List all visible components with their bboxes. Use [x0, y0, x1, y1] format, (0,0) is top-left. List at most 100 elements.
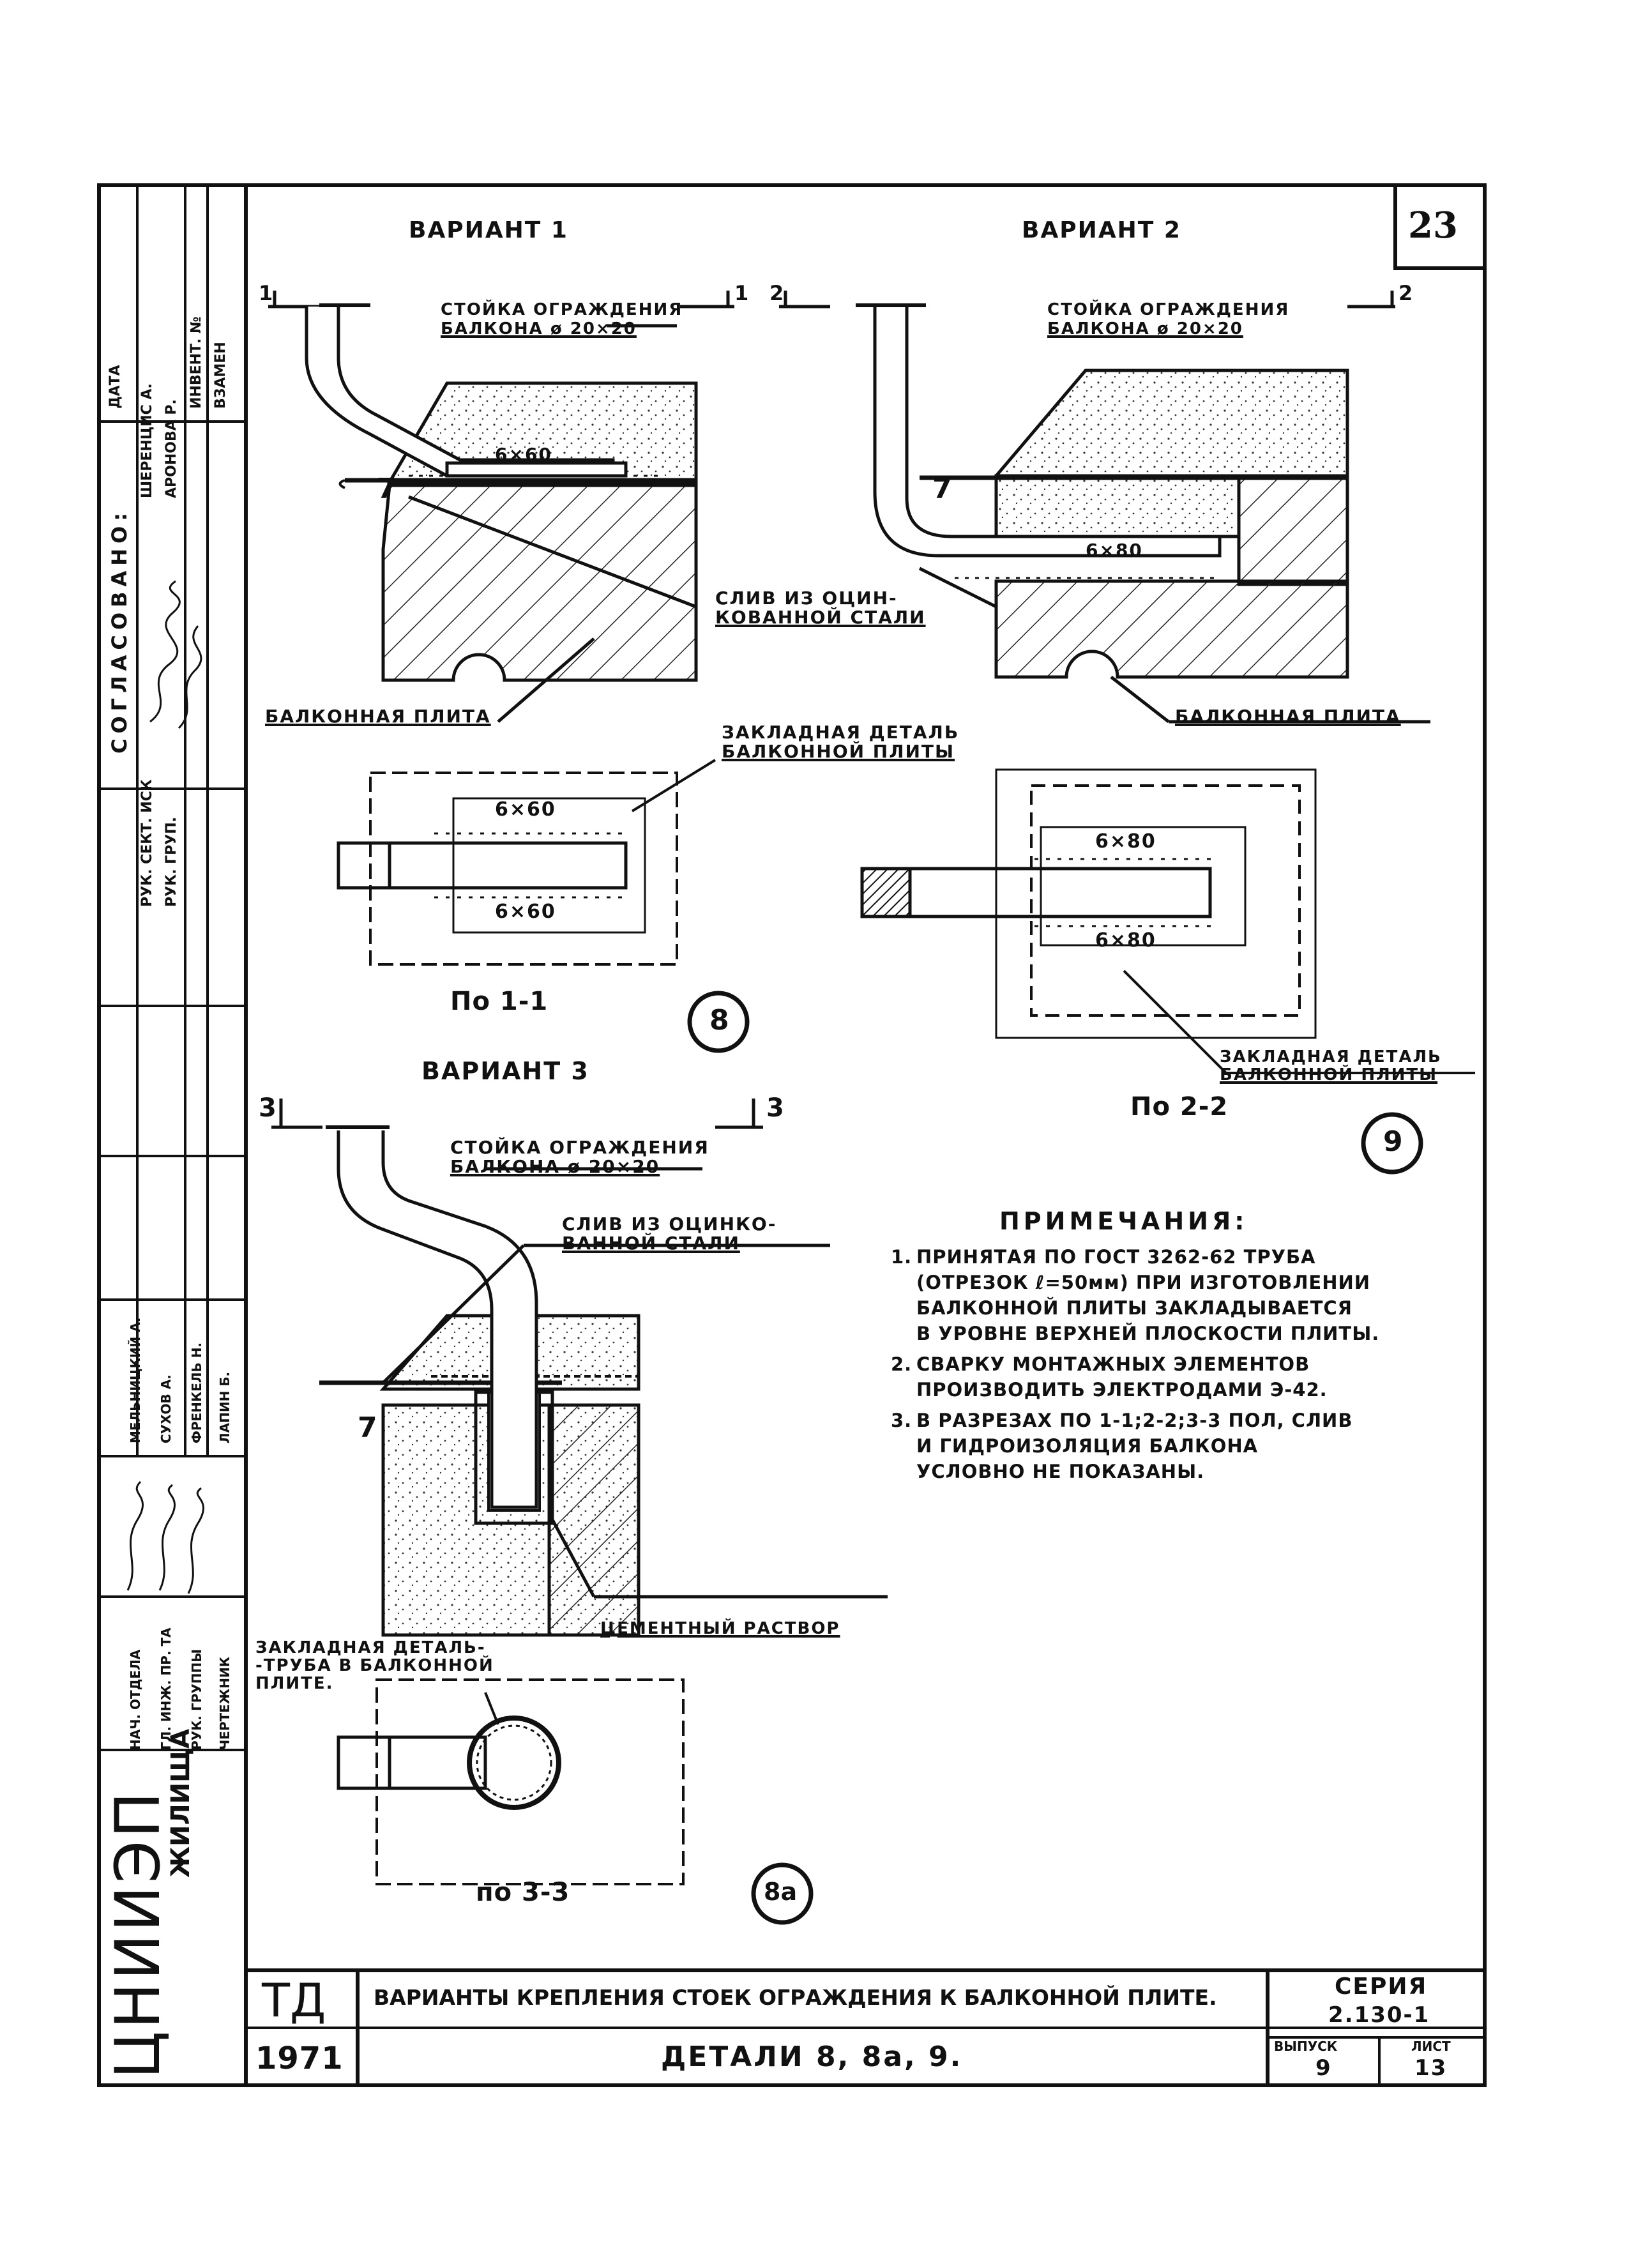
detail-circle-8: [687, 991, 750, 1053]
note-line: (ОТРЕЗОК ℓ=50мм) ПРИ ИЗГОТОВЛЕНИИ: [891, 1270, 1459, 1295]
v2-mark-7: 7: [932, 473, 953, 505]
stamp-agreed-role-1: РУК. СЕКТ. ИСК: [139, 779, 155, 907]
slab-label-left: БАЛКОННАЯ ПЛИТА: [265, 706, 491, 727]
plan2-dim-bottom: 6×80: [1095, 929, 1156, 952]
notes-list: 1.ПРИНЯТАЯ ПО ГОСТ 3262-62 ТРУБА(ОТРЕЗОК…: [891, 1244, 1459, 1484]
plan1-dim-top: 6×60: [495, 798, 556, 821]
stamp-agreed: СОГЛАСОВАНО:: [107, 507, 132, 754]
v3-drain-label-1: СЛИВ ИЗ ОЦИНКО-: [562, 1213, 777, 1235]
note-text: УСЛОВНО НЕ ПОКАЗАНЫ.: [916, 1461, 1205, 1482]
variant3-section: [271, 1099, 888, 1637]
section-mark-3-left: 3: [259, 1093, 278, 1123]
note-line: ПРОИЗВОДИТЬ ЭЛЕКТРОДАМИ Э-42.: [891, 1377, 1459, 1403]
note-item: 3.В РАЗРЕЗАХ ПО 1-1;2-2;3-3 ПОЛ, СЛИВ И Г…: [891, 1408, 1459, 1484]
stamp-staff-role-1: НАЧ. ОТДЕЛА: [128, 1649, 143, 1750]
detail-circle-8a: [751, 1862, 814, 1925]
plan1-drawing: [337, 759, 716, 966]
note-text: И ГИДРОИЗОЛЯЦИЯ БАЛКОНА: [916, 1435, 1259, 1457]
v3-embedded-label-3: ПЛИТЕ.: [255, 1674, 334, 1693]
plan3-caption: по 3-3: [476, 1878, 570, 1907]
v3-mortar-label: ЦЕМЕНТНЫЙ РАСТВОР: [600, 1619, 840, 1638]
note-text: (ОТРЕЗОК ℓ=50мм) ПРИ ИЗГОТОВЛЕНИИ: [916, 1272, 1371, 1293]
plan1-dim-bottom: 6×60: [495, 901, 556, 923]
section-mark-2-right: 2: [1398, 281, 1414, 305]
variant2-section: [779, 291, 1430, 724]
v2-post-label-2: БАЛКОНА ø 20×20: [1047, 319, 1243, 338]
stamp-org-suffix: ЖИЛИЩА: [166, 1728, 195, 1878]
note-text: В РАЗРЕЗАХ ПО 1-1;2-2;3-3 ПОЛ, СЛИВ: [916, 1410, 1353, 1431]
signatures-agreed: [149, 580, 202, 729]
note-text: БАЛКОННОЙ ПЛИТЫ ЗАКЛАДЫВАЕТСЯ: [916, 1297, 1353, 1319]
stamp-instead: ВЗАМЕН: [213, 342, 229, 409]
stamp-org: ЦНИИЭП: [102, 1789, 174, 2079]
stamp-staff-name-1: МЕЛЬНИЦКИЙ А.: [128, 1317, 143, 1443]
note-item: 1.ПРИНЯТАЯ ПО ГОСТ 3262-62 ТРУБА(ОТРЕЗОК…: [891, 1244, 1459, 1346]
drain-label-2: КОВАННОЙ СТАЛИ: [715, 607, 926, 628]
v2-dim-upper: 6×80: [1086, 540, 1143, 561]
v3-post-label-2: БАЛКОНА ø 20×20: [450, 1156, 660, 1177]
v1-dim-upper: 6×60: [495, 444, 552, 465]
section-mark-1-right: 1: [734, 281, 750, 305]
stamp-staff-role-3: РУК. ГРУППЫ: [189, 1648, 204, 1750]
note-line: В УРОВНЕ ВЕРХНЕЙ ПЛОСКОСТИ ПЛИТЫ.: [891, 1321, 1459, 1346]
series-value: 2.130-1: [1328, 2002, 1430, 2028]
title-block-title: ВАРИАНТЫ КРЕПЛЕНИЯ СТОЕК ОГРАЖДЕНИЯ К БА…: [374, 1985, 1217, 2010]
plan2-caption: По 2-2: [1130, 1092, 1229, 1122]
note-number: 1.: [891, 1246, 913, 1268]
plan3-drawing: [337, 1678, 685, 1885]
series-label: СЕРИЯ: [1335, 1974, 1428, 2000]
stamp-agreed-name-1: ШЕРЕНЦИС А.: [139, 383, 155, 498]
stamp-agreed-name-2: АРОНОВА Р.: [163, 399, 179, 498]
variant1-title: ВАРИАНТ 1: [409, 217, 568, 243]
note-line: 1.ПРИНЯТАЯ ПО ГОСТ 3262-62 ТРУБА: [891, 1244, 1459, 1270]
note-line: 2.СВАРКУ МОНТАЖНЫХ ЭЛЕМЕНТОВ: [891, 1351, 1459, 1377]
detail-number-8: 8: [709, 1004, 729, 1037]
title-block-code: ТД: [262, 1974, 326, 2027]
note-line: УСЛОВНО НЕ ПОКАЗАНЫ.: [891, 1459, 1459, 1484]
detail-circle-9: [1361, 1112, 1423, 1175]
note-text: В УРОВНЕ ВЕРХНЕЙ ПЛОСКОСТИ ПЛИТЫ.: [916, 1323, 1380, 1344]
embedded1-label-1: ЗАКЛАДНАЯ ДЕТАЛЬ: [722, 722, 960, 743]
plan1-caption: По 1-1: [450, 987, 549, 1016]
embedded1-label-2: БАЛКОННОЙ ПЛИТЫ: [722, 741, 955, 762]
note-line: И ГИДРОИЗОЛЯЦИЯ БАЛКОНА: [891, 1433, 1459, 1459]
v1-post-label-1: СТОЙКА ОГРАЖДЕНИЯ: [441, 300, 683, 319]
note-text: СВАРКУ МОНТАЖНЫХ ЭЛЕМЕНТОВ: [916, 1353, 1310, 1375]
variant2-title: ВАРИАНТ 2: [1022, 217, 1181, 243]
stamp-staff-name-4: ЛАПИН Б.: [217, 1371, 232, 1443]
v2-post-label-1: СТОЙКА ОГРАЖДЕНИЯ: [1047, 300, 1290, 319]
stamp-inv: ИНВЕНТ. №: [188, 316, 204, 409]
sheet-number: 23: [1408, 204, 1458, 247]
stamp-staff-role-2: ГЛ. ИНЖ. ПР. ТА: [158, 1627, 174, 1750]
detail-number-9: 9: [1383, 1125, 1403, 1158]
title-block-year: 1971: [255, 2041, 344, 2076]
note-line: БАЛКОННОЙ ПЛИТЫ ЗАКЛАДЫВАЕТСЯ: [891, 1295, 1459, 1321]
embedded2-label-1: ЗАКЛАДНАЯ ДЕТАЛЬ: [1220, 1047, 1442, 1067]
issue-label: ВЫПУСК: [1274, 2039, 1338, 2054]
slab-label-right: БАЛКОННАЯ ПЛИТА: [1175, 706, 1401, 727]
section-mark-1-left: 1: [259, 281, 275, 305]
section-mark-3-right: 3: [766, 1093, 785, 1123]
stamp-agreed-role-2: РУК. ГРУП.: [163, 817, 179, 907]
detail-number-8a: 8а: [764, 1878, 798, 1906]
note-number: 3.: [891, 1410, 913, 1431]
sheet-value: 13: [1414, 2055, 1448, 2081]
plan2-dim-top: 6×80: [1095, 830, 1156, 853]
stamp-staff-name-2: СУХОВ А.: [158, 1374, 174, 1443]
note-number: 2.: [891, 1353, 913, 1375]
v3-drain-label-2: ВАННОЙ СТАЛИ: [562, 1233, 740, 1254]
section-mark-2-left: 2: [769, 281, 785, 305]
signatures-staff: [126, 1480, 204, 1594]
v3-post-label-1: СТОЙКА ОГРАЖДЕНИЯ: [450, 1137, 709, 1158]
v3-embedded-label-2: -ТРУБА В БАЛКОННОЙ: [255, 1656, 494, 1675]
drain-label-1: СЛИВ ИЗ ОЦИН-: [715, 588, 898, 609]
plan2-drawing: [860, 768, 1475, 1074]
variant3-title: ВАРИАНТ 3: [421, 1057, 589, 1085]
v3-embedded-label-1: ЗАКЛАДНАЯ ДЕТАЛЬ-: [255, 1638, 486, 1657]
variant1-section: [268, 291, 734, 723]
v1-mark-7: 7: [377, 473, 398, 505]
stamp-staff-name-3: ФРЕНКЕЛЬ Н.: [189, 1342, 204, 1443]
issue-value: 9: [1315, 2055, 1332, 2081]
stamp-staff-role-4: ЧЕРТЕЖНИК: [217, 1656, 232, 1750]
